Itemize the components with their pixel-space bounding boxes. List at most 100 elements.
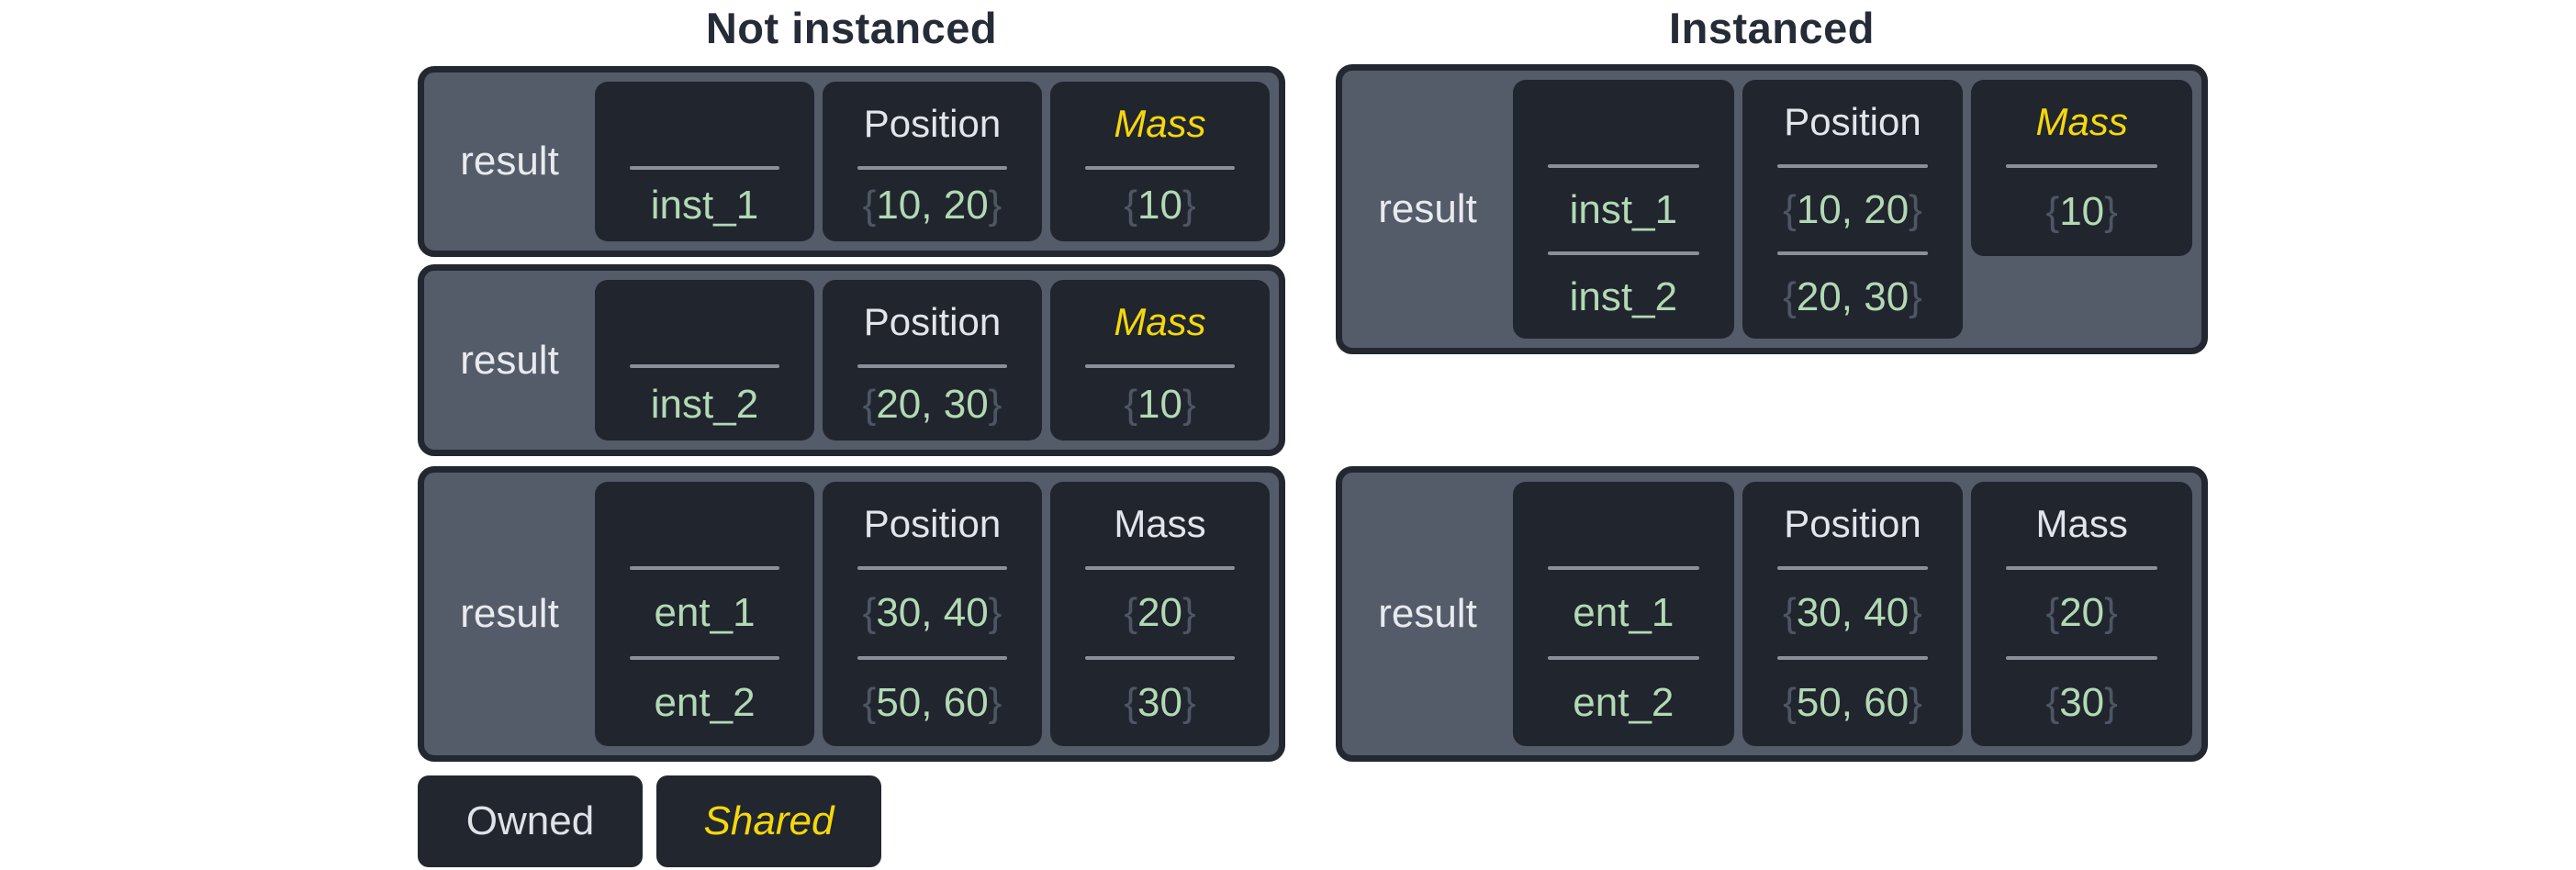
column-header xyxy=(606,82,803,166)
divider xyxy=(1548,251,1699,255)
column-position: Position {10, 20} xyxy=(823,82,1042,241)
result-table: result inst_2 Position {20, 30} Mass {10} xyxy=(418,264,1285,456)
value-text: 10 xyxy=(1137,381,1182,427)
divider xyxy=(1776,164,1929,168)
component-value: {20, 30} xyxy=(834,368,1031,441)
entity-name-text: inst_2 xyxy=(1569,273,1678,319)
column-header xyxy=(1524,80,1723,164)
open-brace: { xyxy=(1124,590,1138,635)
column-entities: ent_1 ent_2 xyxy=(1513,482,1734,746)
column-header: Position xyxy=(863,102,1002,145)
component-value: {50, 60} xyxy=(834,660,1031,746)
divider xyxy=(1548,566,1699,570)
component-value: {20} xyxy=(1982,570,2181,656)
column-header: Mass xyxy=(1114,300,1206,343)
divider xyxy=(629,364,780,368)
divider xyxy=(629,566,780,570)
column-entities: inst_1 xyxy=(595,82,814,241)
column-header: Mass xyxy=(2035,100,2128,143)
open-brace: { xyxy=(862,183,877,228)
column-header: Mass xyxy=(2035,502,2128,545)
legend-owned-label: Owned xyxy=(465,798,595,843)
result-label: result xyxy=(1378,591,1477,636)
close-brace: } xyxy=(1909,590,1922,635)
table-columns: ent_1 ent_2 Position {30, 40} {50, 60} Mass {2… xyxy=(1513,473,2201,755)
value-text: 30 xyxy=(2059,680,2105,725)
legend-shared-label: Shared xyxy=(703,798,834,843)
divider xyxy=(1084,364,1236,368)
divider xyxy=(2006,656,2157,660)
divider xyxy=(1084,656,1236,660)
column-header: Position xyxy=(863,502,1002,545)
column-position: Position {20, 30} xyxy=(823,280,1042,441)
close-brace: } xyxy=(2104,590,2118,635)
close-brace: } xyxy=(988,590,1002,635)
divider xyxy=(2006,566,2157,570)
entity-name: inst_2 xyxy=(606,368,803,441)
close-brace: } xyxy=(1182,680,1196,725)
result-label: result xyxy=(460,139,559,184)
component-value: {10} xyxy=(1061,368,1259,441)
open-brace: { xyxy=(1124,381,1138,427)
divider xyxy=(1084,566,1236,570)
component-value: {10, 20} xyxy=(1753,168,1953,251)
close-brace: } xyxy=(988,680,1002,725)
divider xyxy=(1548,164,1699,168)
column-header: Position xyxy=(863,300,1002,343)
section-title-instanced: Instanced xyxy=(1669,4,1875,52)
value-text: 10, 20 xyxy=(1796,186,1910,232)
column-entities: inst_1 inst_2 xyxy=(1513,80,1734,339)
component-value: {30} xyxy=(1982,660,2181,746)
component-value: {10} xyxy=(1061,170,1259,241)
value-text: 10 xyxy=(1137,183,1182,228)
close-brace: } xyxy=(1909,186,1922,232)
open-brace: { xyxy=(2045,590,2060,635)
value-text: 10 xyxy=(2059,189,2105,234)
divider xyxy=(629,656,780,660)
column-mass: Mass {10} xyxy=(1050,280,1270,441)
column-position: Position{10, 20}{20, 30} xyxy=(1742,80,1964,339)
open-brace: { xyxy=(1783,186,1797,232)
open-brace: { xyxy=(1783,680,1797,725)
entity-name: ent_1 xyxy=(606,570,803,656)
divider xyxy=(857,166,1008,170)
column-header xyxy=(606,482,803,566)
column-mass: Mass {20}{30} xyxy=(1050,482,1270,746)
entity-name-text: ent_1 xyxy=(1573,590,1674,635)
open-brace: { xyxy=(862,590,877,635)
column-header xyxy=(1524,482,1723,566)
entity-name-text: inst_1 xyxy=(1569,186,1678,232)
entity-name: ent_1 xyxy=(1524,570,1723,656)
column-header: Position xyxy=(1784,502,1921,545)
legend: Owned Shared xyxy=(418,775,881,867)
entity-name: ent_2 xyxy=(606,660,803,746)
column-header: Mass xyxy=(1114,502,1206,545)
entity-name-text: ent_2 xyxy=(1573,680,1674,725)
value-text: 50, 60 xyxy=(876,680,989,725)
divider xyxy=(1776,656,1929,660)
section-title-not-instanced: Not instanced xyxy=(705,4,998,52)
result-label: result xyxy=(460,337,559,383)
divider xyxy=(1084,166,1236,170)
value-text: 50, 60 xyxy=(1796,680,1910,725)
entity-name: inst_1 xyxy=(1524,168,1723,251)
value-text: 30 xyxy=(1137,680,1182,725)
divider xyxy=(2006,164,2157,168)
column-header: Position xyxy=(1784,100,1921,143)
value-text: 20 xyxy=(1137,590,1182,635)
divider xyxy=(857,656,1008,660)
component-value: {30, 40} xyxy=(834,570,1031,656)
open-brace: { xyxy=(1783,273,1797,319)
value-text: 30, 40 xyxy=(1796,590,1910,635)
component-value: {10} xyxy=(1982,168,2181,256)
column-entities: inst_2 xyxy=(595,280,814,441)
component-value: {30} xyxy=(1061,660,1259,746)
column-mass: Mass{20}{30} xyxy=(1971,482,2193,746)
component-value: {10, 20} xyxy=(834,170,1031,241)
entity-name: inst_2 xyxy=(1524,255,1723,339)
table-columns: inst_2 Position {20, 30} Mass {10} xyxy=(595,271,1279,450)
legend-shared-badge: Shared xyxy=(656,775,881,867)
value-text: 20 xyxy=(2059,590,2105,635)
